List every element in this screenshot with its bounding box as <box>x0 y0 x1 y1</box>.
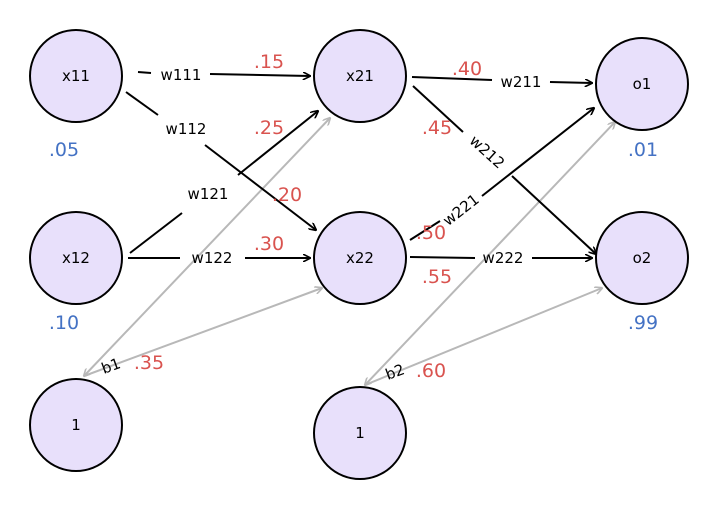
edge-w212-arrow <box>511 175 596 254</box>
node-bias1 <box>29 378 123 472</box>
edge-label-w122: w122 <box>192 249 233 267</box>
nodes: x11 x12 1 x21 x22 1 o1 o2 <box>29 29 689 480</box>
edge-w211-arrow <box>549 82 592 83</box>
edge-w222 <box>409 256 476 259</box>
edge-w111-arrow <box>209 74 310 76</box>
weight-value-b2: .60 <box>416 360 446 382</box>
edge-b1-x21 <box>84 118 330 376</box>
node-label-o2: o2 <box>633 249 652 267</box>
node-x21 <box>313 29 407 123</box>
edge-w212 <box>412 85 464 133</box>
weight-value-w122: .30 <box>254 233 284 255</box>
edge-w221-arrow <box>481 108 594 197</box>
target-value-o2: .99 <box>628 312 658 334</box>
edge-w111 <box>137 71 152 74</box>
edge-b2-o1 <box>365 122 615 385</box>
node-label-x11: x11 <box>62 67 90 85</box>
edge-label-b2: b2 <box>383 360 407 383</box>
edge-label-b1: b1 <box>99 354 123 377</box>
io-values: .05 .10 .01 .99 <box>49 139 658 334</box>
node-bias2 <box>313 386 407 480</box>
edge-label-w212: w212 <box>466 132 508 173</box>
edge-label-w111: w111 <box>161 66 202 84</box>
input-value-x11: .05 <box>49 139 79 161</box>
edge-b1-x22 <box>83 288 322 377</box>
weight-values: .15 .25 .20 .30 .35 .40 .45 .50 .55 .60 <box>134 51 482 382</box>
input-value-x12: .10 <box>49 312 79 334</box>
edge-w112-arrow <box>204 144 316 230</box>
weight-value-w121: .25 <box>254 117 284 139</box>
weight-value-w212: .45 <box>422 117 452 139</box>
edge-label-w112: w112 <box>166 120 207 138</box>
weight-value-w112: .20 <box>272 184 302 206</box>
node-label-x21: x21 <box>346 67 374 85</box>
node-x22 <box>313 211 407 305</box>
node-x11 <box>29 29 123 123</box>
edge-w211 <box>411 76 493 81</box>
edge-b2-o2 <box>364 288 602 386</box>
edge-w121 <box>129 212 183 254</box>
edge-w121-arrow <box>237 111 318 176</box>
weight-value-w111: .15 <box>254 51 284 73</box>
bias-edges <box>84 118 615 385</box>
weight-value-w222: .55 <box>422 266 452 288</box>
node-label-bias2: 1 <box>355 424 365 442</box>
weight-value-w211: .40 <box>452 58 482 80</box>
weight-edges <box>125 71 596 259</box>
edge-label-w211: w211 <box>501 73 542 91</box>
weight-value-b1: .35 <box>134 352 164 374</box>
edge-w112 <box>125 91 159 116</box>
node-label-o1: o1 <box>633 75 652 93</box>
edge-label-w222: w222 <box>483 249 524 267</box>
node-label-bias1: 1 <box>71 416 81 434</box>
node-o1 <box>595 37 689 131</box>
edge-w221 <box>409 220 441 241</box>
edge-label-w121: w121 <box>188 185 229 203</box>
node-o2 <box>595 211 689 305</box>
target-value-o1: .01 <box>628 139 658 161</box>
node-label-x12: x12 <box>62 249 90 267</box>
node-label-x22: x22 <box>346 249 374 267</box>
node-x12 <box>29 211 123 305</box>
weight-value-w221: .50 <box>416 222 446 244</box>
